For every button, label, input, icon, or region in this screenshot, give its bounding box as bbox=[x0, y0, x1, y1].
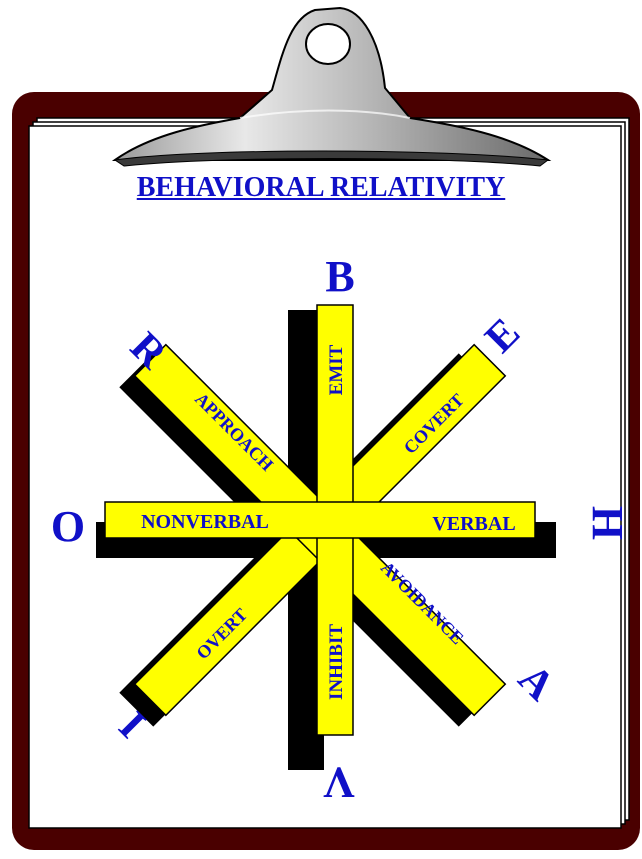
page-title: BEHAVIORAL RELATIVITY bbox=[0, 172, 642, 204]
clip bbox=[115, 8, 548, 166]
letter-right: H bbox=[583, 506, 632, 540]
clip-hole bbox=[306, 24, 350, 64]
label-inhibit: INHIBIT bbox=[326, 624, 347, 700]
letter-bottom: V bbox=[323, 758, 355, 807]
letter-left: O bbox=[51, 502, 85, 551]
label-verbal: VERBAL bbox=[432, 513, 515, 535]
label-nonverbal: NONVERBAL bbox=[141, 511, 269, 533]
label-emit: EMIT bbox=[326, 344, 347, 395]
letter-top: B bbox=[325, 252, 354, 301]
